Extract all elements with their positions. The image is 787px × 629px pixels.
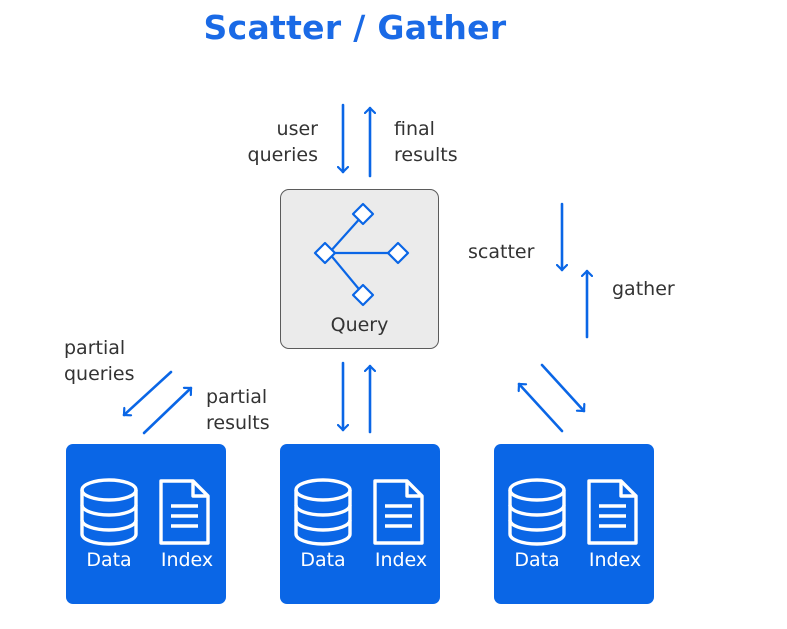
right-gather-arrow	[519, 382, 564, 433]
final-results-line-2: results	[394, 144, 458, 166]
database-icon	[80, 478, 138, 546]
database-icon	[294, 478, 352, 546]
data-label: Data	[86, 549, 132, 571]
index-label: Index	[160, 549, 214, 571]
partial-results-arrow	[142, 386, 193, 435]
data-node-2: Data Index	[280, 444, 440, 604]
partial-queries-line-2: queries	[64, 363, 135, 385]
database-icon	[508, 478, 566, 546]
document-icon	[159, 479, 210, 545]
right-scatter-arrow	[540, 363, 584, 413]
user-queries-label: user queries	[225, 116, 318, 168]
user-queries-line-1: user	[276, 118, 318, 140]
partial-results-line-1: partial	[206, 386, 268, 408]
diagram-title: Scatter / Gather	[203, 8, 507, 47]
query-label: Query	[330, 314, 389, 336]
partial-queries-arrow	[122, 370, 173, 415]
index-label: Index	[374, 549, 428, 571]
partial-queries-line-1: partial	[64, 337, 126, 359]
data-node-1: Data Index	[66, 444, 226, 604]
data-label: Data	[300, 549, 346, 571]
document-icon	[373, 479, 424, 545]
final-results-line-1: final	[394, 118, 435, 140]
user-queries-line-2: queries	[247, 144, 318, 166]
scatter-label: scatter	[468, 241, 535, 263]
partial-queries-label: partial queries	[64, 335, 134, 387]
branching-diamonds-icon	[313, 202, 410, 307]
data-label: Data	[514, 549, 560, 571]
final-results-label: final results	[394, 116, 458, 168]
gather-label: gather	[612, 278, 675, 300]
partial-results-label: partial results	[206, 384, 270, 436]
partial-results-line-2: results	[206, 412, 270, 434]
query-node: Query	[280, 189, 439, 349]
document-icon	[587, 479, 638, 545]
data-node-3: Data Index	[494, 444, 654, 604]
index-label: Index	[588, 549, 642, 571]
